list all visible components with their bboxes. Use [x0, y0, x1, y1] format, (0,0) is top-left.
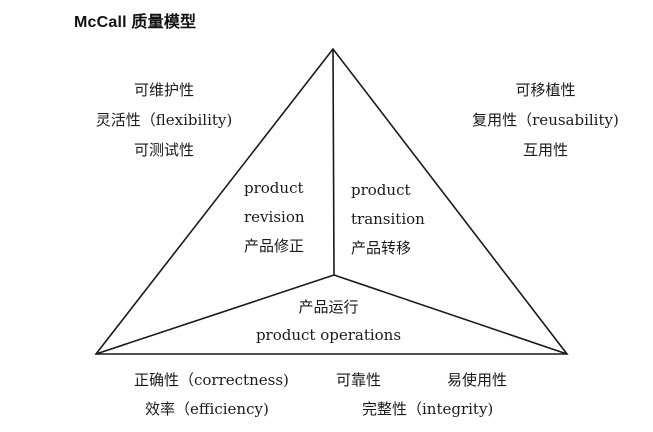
factor-reliability: 可靠性	[336, 371, 382, 389]
maintainability-factors: 可维护性 灵活性（flexibility) 可测试性	[74, 75, 254, 165]
portability-factors: 可移植性 复用性（reusability) 互用性	[453, 75, 638, 165]
factor-correctness: 正确性（correctness)	[134, 371, 289, 389]
factor-usability: 易使用性	[447, 371, 508, 389]
product-transition-line-1: product	[351, 181, 411, 199]
product-operations-line-2: product operations	[255, 326, 402, 344]
factor-flexibility: 灵活性（flexibility)	[95, 111, 233, 129]
diagram-title: McCall 质量模型	[74, 14, 197, 31]
product-revision-line-2: revision	[244, 208, 305, 226]
factor-interoperability: 互用性	[522, 141, 568, 159]
factor-reusability: 复用性（reusability)	[472, 111, 619, 129]
outer-triangle	[94, 47, 569, 355]
product-transition-line-2: transition	[351, 210, 425, 228]
product-revision-line-1: product	[244, 179, 304, 197]
factor-maintainability: 可维护性	[133, 81, 194, 99]
divider-center-to-left	[95, 274, 335, 355]
product-revision-line-3: 产品修正	[244, 237, 305, 255]
product-revision-label: product revision 产品修正	[244, 174, 336, 261]
divider-center-to-right	[333, 274, 568, 355]
factor-integrity: 完整性（integrity)	[362, 400, 494, 418]
factor-portability: 可移植性	[515, 81, 576, 99]
product-operations-line-1: 产品运行	[298, 298, 359, 316]
product-operations-label: 产品运行 product operations	[241, 293, 416, 349]
product-transition-label: product transition 产品转移	[351, 176, 451, 263]
factor-testability: 可测试性	[133, 141, 194, 159]
divider-apex-to-center	[332, 48, 335, 276]
product-transition-line-3: 产品转移	[351, 239, 412, 257]
factor-efficiency: 效率（efficiency)	[145, 400, 269, 418]
